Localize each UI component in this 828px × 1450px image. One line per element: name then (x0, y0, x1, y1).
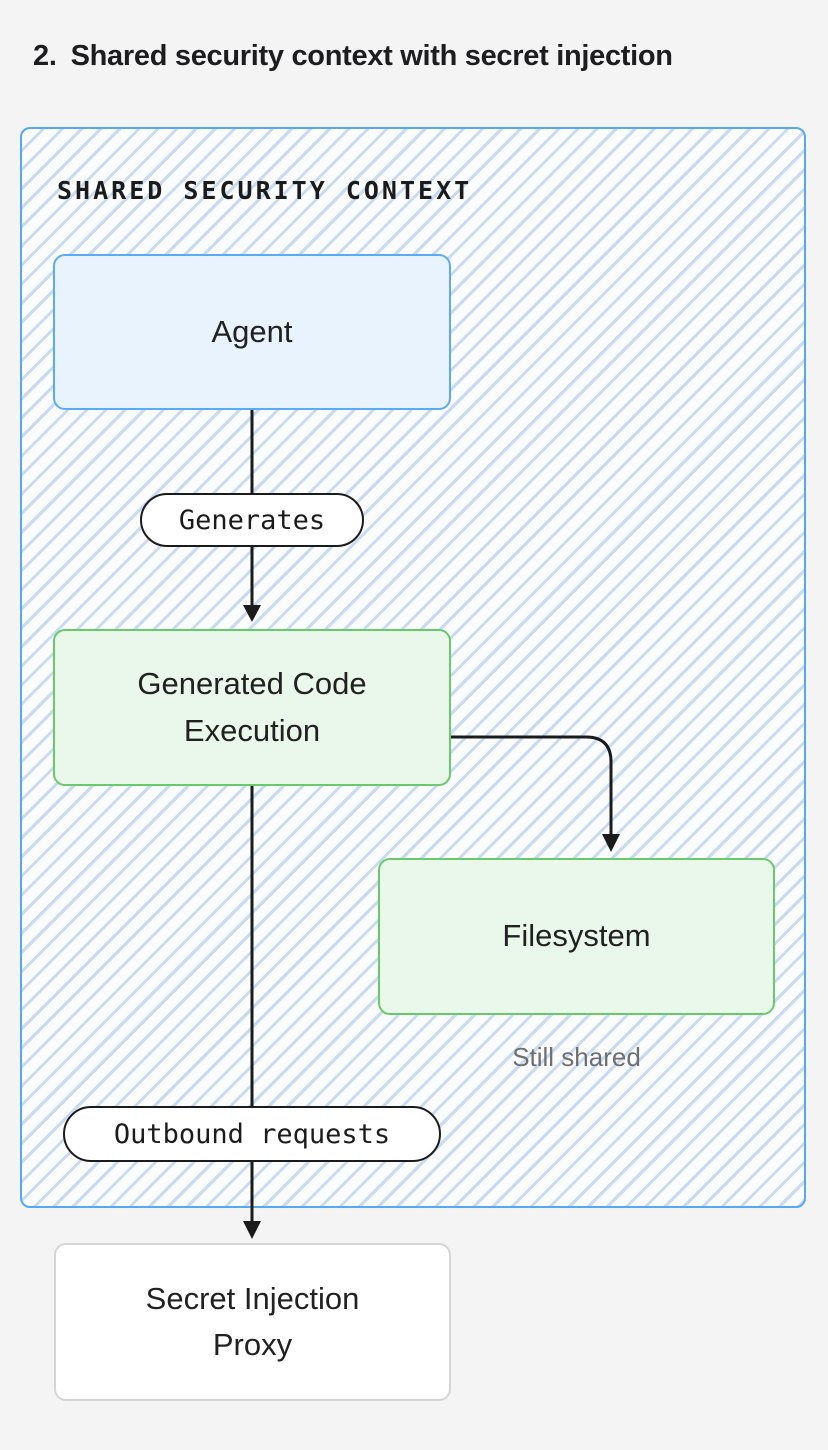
node-secret-injection-proxy: Secret Injection Proxy (54, 1243, 451, 1401)
edge-label-generates-text: Generates (178, 504, 326, 536)
section-title: Shared security context with secret inje… (70, 40, 673, 72)
node-filesystem-label: Filesystem (502, 918, 651, 954)
edge-label-outbound-requests: Outbound requests (63, 1106, 441, 1162)
edge-label-outbound-requests-text: Outbound requests (113, 1118, 391, 1150)
node-agent-label: Agent (211, 313, 293, 349)
container-label: SHARED SECURITY CONTEXT (57, 176, 473, 205)
edge-label-generates: Generates (140, 493, 364, 547)
node-filesystem: Filesystem (378, 858, 775, 1015)
section-heading: 2. Shared security context with secret i… (33, 40, 673, 73)
node-secret-injection-proxy-label: Secret Injection Proxy (145, 1280, 360, 1363)
edge-execution-to-filesystem (451, 735, 613, 835)
node-generated-code-execution: Generated Code Execution (53, 629, 451, 786)
node-agent: Agent (53, 254, 451, 410)
arrowhead-to-filesystem (602, 834, 620, 852)
node-generated-code-execution-label: Generated Code Execution (137, 666, 367, 748)
annotation-still-shared: Still shared (512, 1042, 641, 1072)
arrowhead-to-proxy (243, 1221, 261, 1239)
arrowhead-to-execution (243, 605, 261, 622)
section-number: 2. (33, 40, 57, 72)
